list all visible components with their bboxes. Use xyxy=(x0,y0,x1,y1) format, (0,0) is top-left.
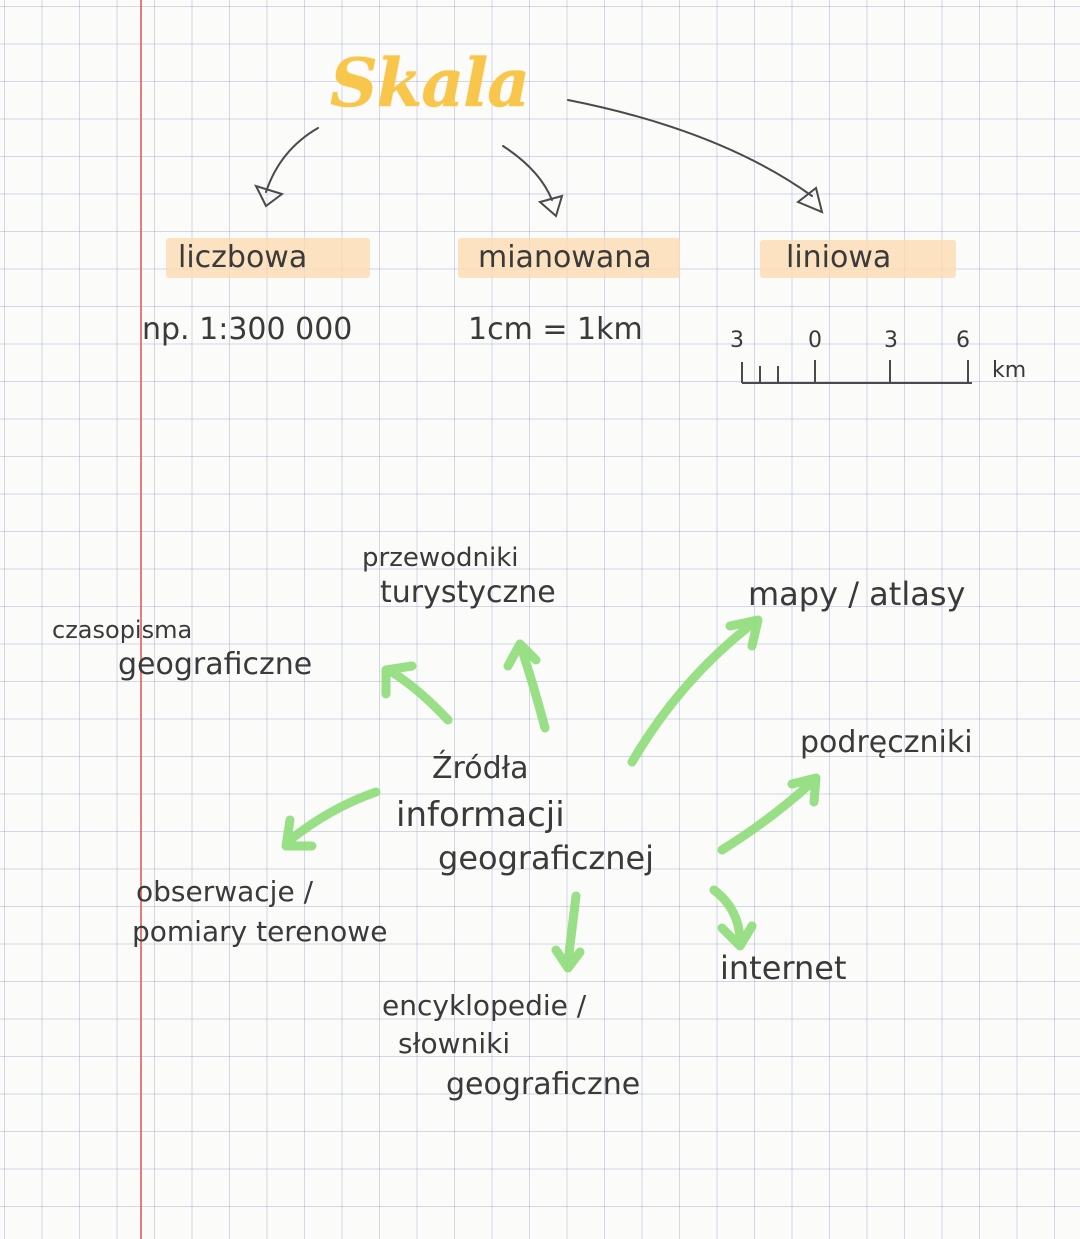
scale-example-liczbowa: np. 1:300 000 xyxy=(142,312,353,347)
scale-type-liczbowa: liczbowa xyxy=(178,240,308,275)
green-arrow-internet xyxy=(709,885,745,943)
scale-tick-3: 3 xyxy=(884,328,898,353)
arrow-to-mianowana xyxy=(502,145,553,201)
green-arrow-encyklopedie xyxy=(563,891,581,967)
source-czasopisma-line2: geograficzne xyxy=(118,647,313,682)
scale-type-mianowana: mianowana xyxy=(478,240,652,275)
scale-tick-6: 6 xyxy=(956,328,970,353)
scale-unit-km: km xyxy=(992,358,1027,383)
source-czasopisma-line1: czasopisma xyxy=(52,616,193,644)
page-title: Skala xyxy=(330,44,530,122)
scale-example-mianowana: 1cm = 1km xyxy=(468,312,643,347)
source-encyklopedie-line1: encyklopedie / xyxy=(382,989,587,1022)
source-podreczniki: podręczniki xyxy=(800,725,973,760)
source-encyklopedie-line3: geograficzne xyxy=(446,1067,641,1102)
arrowhead-liniowa xyxy=(796,186,824,214)
green-arrow-czasopisma xyxy=(387,667,453,725)
scale-type-liniowa: liniowa xyxy=(786,240,892,275)
scale-tick-left-3: 3 xyxy=(730,328,744,353)
center-line-2: informacji xyxy=(396,795,565,835)
source-obserwacje-line2: pomiary terenowe xyxy=(132,915,388,948)
green-arrow-obserwacje xyxy=(285,787,381,845)
green-arrow-mapy xyxy=(627,619,757,767)
green-arrow-przewodniki xyxy=(517,645,550,733)
green-arrow-podreczniki xyxy=(717,779,815,855)
source-internet: internet xyxy=(720,949,847,987)
arrowhead-mianowana xyxy=(537,194,564,218)
arrow-to-liczbowa xyxy=(265,127,319,193)
highlight-mianowana xyxy=(458,238,680,278)
highlight-liczbowa xyxy=(166,238,370,278)
arrow-to-liniowa xyxy=(567,99,813,197)
source-przewodniki-line1: przewodniki xyxy=(362,543,519,573)
source-mapy-atlasy: mapy / atlasy xyxy=(748,575,966,613)
arrowhead-liczbowa xyxy=(254,184,285,208)
page-margin-line xyxy=(140,0,142,1239)
source-obserwacje-line1: obserwacje / xyxy=(136,875,314,908)
center-line-3: geograficznej xyxy=(438,839,655,877)
source-encyklopedie-line2: słowniki xyxy=(398,1027,511,1060)
highlight-liniowa xyxy=(760,240,956,278)
source-przewodniki-line2: turystyczne xyxy=(380,575,556,610)
center-line-1: Źródła xyxy=(432,751,529,786)
scale-tick-0: 0 xyxy=(808,328,822,353)
